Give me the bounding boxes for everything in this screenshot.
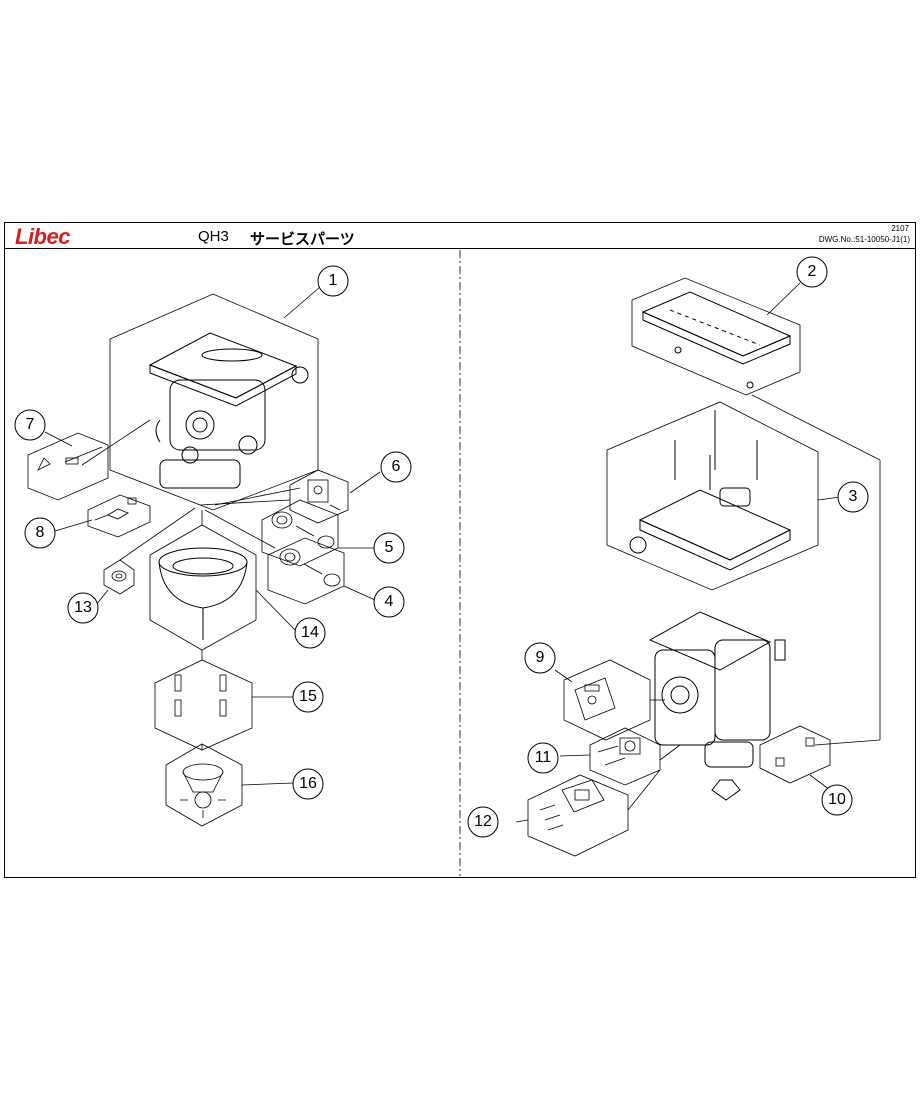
head-assembly-left (148, 332, 309, 489)
callout-3-circle (837, 481, 869, 513)
group-8-outline (87, 494, 151, 538)
callout-6: 6 (391, 458, 401, 475)
lever-part-7 (37, 446, 103, 471)
callout-12-circle (467, 806, 499, 838)
callout-3: 3 (848, 488, 858, 505)
leader-lines-right (515, 282, 881, 823)
callout-4-circle (373, 586, 405, 618)
group-2-outline (631, 277, 801, 396)
callout-7-circle (14, 409, 46, 441)
callout-7: 7 (25, 416, 35, 433)
callout-9-circle (524, 642, 556, 674)
callout-8: 8 (35, 524, 45, 541)
group-6-outline (289, 469, 349, 524)
revision-number: 2107 (891, 224, 909, 233)
group-13-outline (103, 559, 135, 595)
callout-4: 4 (384, 593, 394, 610)
knob-part-11 (597, 737, 641, 766)
callout-5: 5 (384, 539, 394, 556)
group-12-outline (527, 774, 629, 857)
knob-part-5 (271, 511, 335, 549)
callout-2: 2 (807, 263, 817, 280)
callout-13: 13 (74, 599, 92, 616)
knob-part-4 (279, 548, 341, 587)
callout-8-circle (24, 517, 56, 549)
sheet-title: サービスパーツ (250, 231, 355, 248)
callout-circles (14, 256, 869, 838)
callout-15-circle (292, 681, 324, 713)
brand-logo: Libec (15, 224, 70, 249)
parts-sheet: Libec QH3 サービスパーツ 2107 DWG.No.:51-10050-… (4, 222, 916, 878)
callout-6-circle (380, 451, 412, 483)
bolts-part-15 (174, 674, 227, 717)
bowl-clamp-part-16 (180, 763, 226, 818)
callout-14: 14 (301, 624, 319, 641)
group-11-outline (589, 727, 661, 786)
clamp-part-8 (94, 497, 137, 521)
group-16-outline (165, 743, 243, 827)
group-7-outline (27, 432, 109, 501)
model-name: QH3 (198, 228, 229, 245)
callout-10-circle (821, 784, 853, 816)
group-1-outline (109, 293, 319, 511)
nut-part-13 (111, 570, 127, 582)
panel-part-12 (539, 779, 605, 831)
screw-part-10 (775, 737, 815, 767)
callout-2-circle (796, 256, 828, 288)
callout-16-circle (292, 768, 324, 800)
callout-13-circle (67, 592, 99, 624)
plate-part-2 (641, 291, 792, 389)
group-15-outline (154, 659, 253, 751)
callout-9: 9 (535, 649, 545, 666)
callout-12: 12 (474, 813, 492, 830)
head-assembly-right (648, 611, 786, 801)
callout-15: 15 (299, 688, 317, 705)
group-4-outline (267, 537, 345, 605)
base-part-3 (629, 410, 792, 571)
callout-5-circle (373, 532, 405, 564)
sheet-header: Libec QH3 サービスパーツ 2107 DWG.No.:51-10050-… (5, 223, 915, 249)
callout-1-circle (317, 265, 349, 297)
drawing-number: DWG.No.:51-10050-J1(1) (818, 235, 910, 244)
callout-1: 1 (328, 272, 338, 289)
group-9-outline (563, 659, 651, 741)
group-3-outline (606, 401, 819, 591)
cover-part-9 (574, 677, 616, 721)
bracket-part-6 (307, 479, 341, 511)
callout-10: 10 (828, 791, 846, 808)
leader-lines-left (44, 286, 381, 786)
callout-14-circle (294, 617, 326, 649)
callout-11: 11 (534, 749, 552, 766)
callout-11-circle (527, 742, 559, 774)
bowl-part-14 (158, 547, 248, 640)
callout-16: 16 (299, 775, 317, 792)
group-10-outline (759, 725, 831, 784)
